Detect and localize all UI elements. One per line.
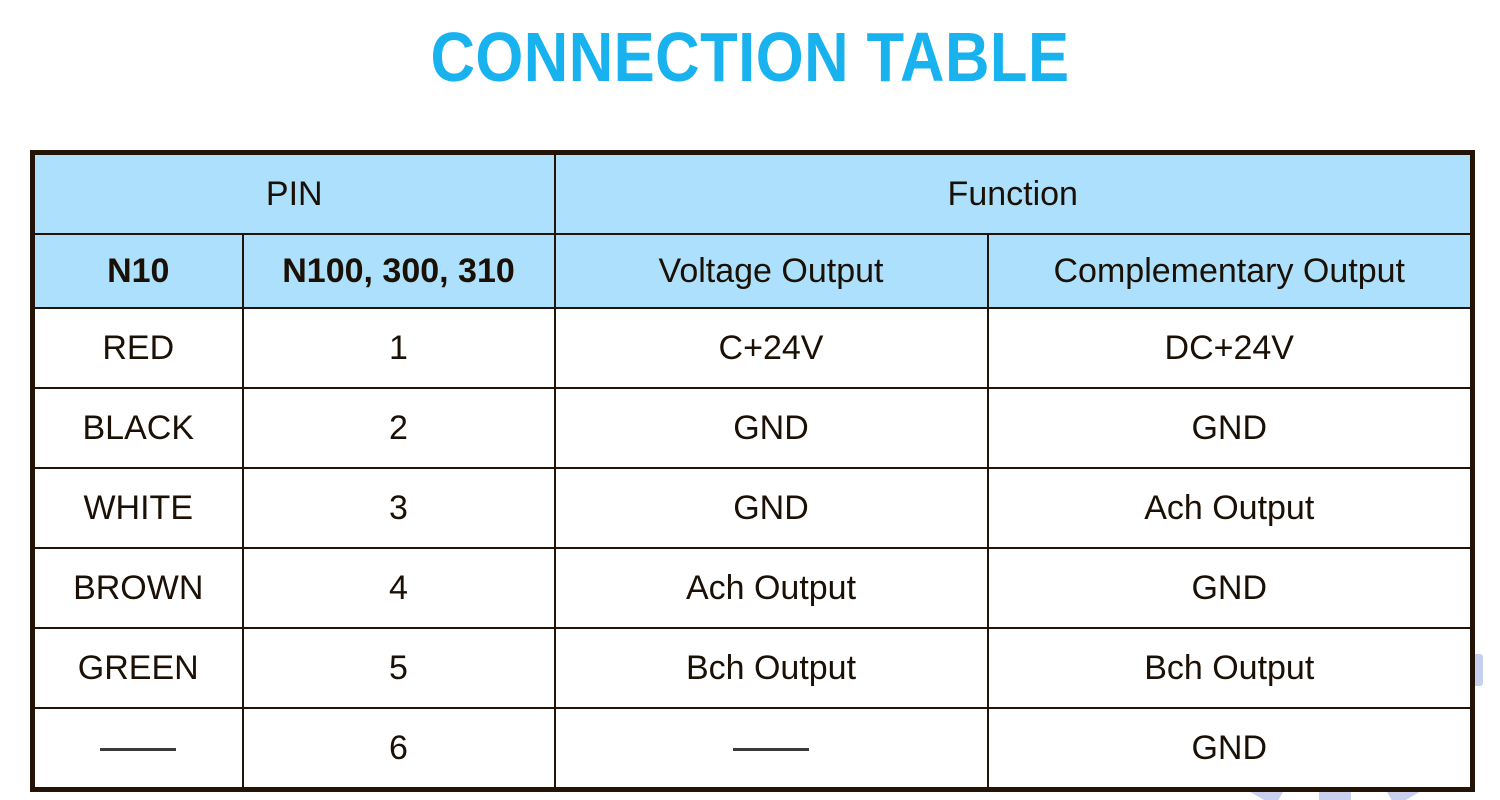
cell-complementary-output: Bch Output <box>986 627 1474 709</box>
cell-pin: 3 <box>241 467 556 549</box>
table-group-header-row: PIN Function <box>31 151 1474 235</box>
cell-n10: RED <box>31 307 244 389</box>
empty-value-dash <box>100 748 177 752</box>
cell-voltage-output: C+24V <box>553 307 989 389</box>
cell-complementary-output: GND <box>986 547 1474 629</box>
table-row: GREEN 5 Bch Output Bch Output <box>31 627 1474 709</box>
group-header-function: Function <box>553 151 1474 235</box>
connection-table-wrapper: PIN Function N10 N100, 300, 310 Voltage … <box>30 150 1475 792</box>
table-row: BLACK 2 GND GND <box>31 387 1474 469</box>
cell-pin: 4 <box>241 547 556 629</box>
cell-n10 <box>31 707 244 791</box>
sub-header-complementary-output: Complementary Output <box>986 233 1474 309</box>
cell-complementary-output: GND <box>986 387 1474 469</box>
cell-voltage-output: GND <box>553 467 989 549</box>
cell-pin: 1 <box>241 307 556 389</box>
table-row: WHITE 3 GND Ach Output <box>31 467 1474 549</box>
cell-voltage-output <box>553 707 989 791</box>
table-row: RED 1 C+24V DC+24V <box>31 307 1474 389</box>
group-header-pin: PIN <box>31 151 556 235</box>
page-title: CONNECTION TABLE <box>430 18 1070 96</box>
empty-value-dash <box>733 748 809 752</box>
table-row: 6 GND <box>31 707 1474 791</box>
table-sub-header-row: N10 N100, 300, 310 Voltage Output Comple… <box>31 233 1474 309</box>
sub-header-n100-300-310: N100, 300, 310 <box>241 233 556 309</box>
cell-complementary-output: Ach Output <box>986 467 1474 549</box>
cell-n10: WHITE <box>31 467 244 549</box>
cell-pin: 6 <box>241 707 556 791</box>
cell-complementary-output: DC+24V <box>986 307 1474 389</box>
connection-table: PIN Function N10 N100, 300, 310 Voltage … <box>30 150 1475 792</box>
sub-header-n10: N10 <box>31 233 244 309</box>
cell-n10: GREEN <box>31 627 244 709</box>
cell-voltage-output: GND <box>553 387 989 469</box>
cell-pin: 2 <box>241 387 556 469</box>
cell-complementary-output: GND <box>986 707 1474 791</box>
cell-n10: BLACK <box>31 387 244 469</box>
table-row: BROWN 4 Ach Output GND <box>31 547 1474 629</box>
cell-voltage-output: Ach Output <box>553 547 989 629</box>
cell-n10: BROWN <box>31 547 244 629</box>
cell-pin: 5 <box>241 627 556 709</box>
cell-voltage-output: Bch Output <box>553 627 989 709</box>
sub-header-voltage-output: Voltage Output <box>553 233 989 309</box>
